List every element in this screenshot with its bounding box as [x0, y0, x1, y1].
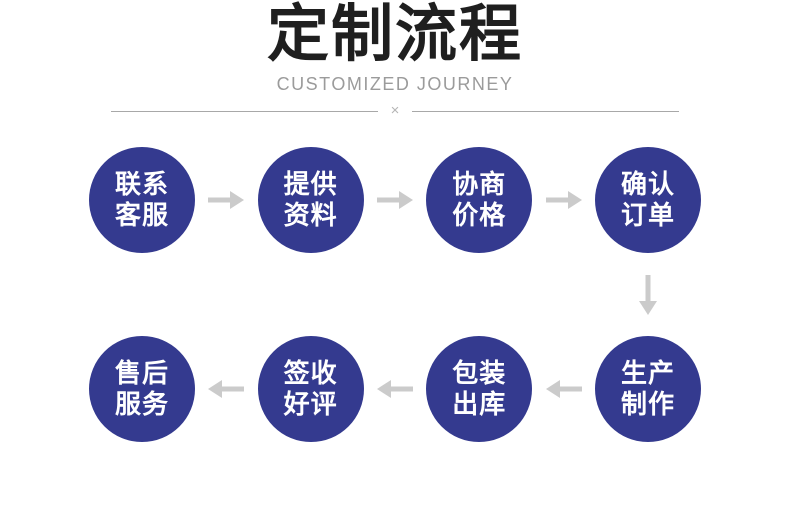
step-label-line: 资料 — [283, 200, 338, 230]
step-label-line: 客服 — [114, 200, 169, 230]
arrow-down-icon — [639, 274, 657, 315]
step-label-line: 提供 — [283, 169, 338, 199]
step-label-line: 价格 — [452, 200, 507, 230]
arrow-right-icon — [545, 191, 582, 209]
step-label-line: 确认 — [620, 169, 675, 199]
arrow-left-icon — [208, 380, 245, 398]
step-contact-support: 联系 客服 — [89, 147, 195, 253]
step-label-line: 售后 — [114, 358, 169, 388]
flow-row-top: 联系 客服 提供 资料 协商 价格 确认 订单 — [89, 147, 701, 253]
step-label-line: 订单 — [620, 200, 675, 230]
step-label-line: 好评 — [283, 389, 338, 419]
step-label-line: 签收 — [283, 358, 338, 388]
step-label-line: 生产 — [620, 358, 675, 388]
step-label-line: 服务 — [114, 389, 169, 419]
step-provide-materials: 提供 资料 — [257, 147, 364, 253]
step-label-line: 出库 — [452, 389, 507, 419]
flow-row-bottom: 售后 服务 签收 好评 包装 出库 生产 制作 — [89, 336, 701, 442]
step-negotiate-price: 协商 价格 — [426, 147, 533, 253]
step-production: 生产 制作 — [594, 336, 701, 442]
step-packing-shipment: 包装 出库 — [426, 336, 533, 442]
divider-x-icon: × — [390, 102, 400, 119]
divider-line-left — [111, 110, 378, 112]
arrow-right-icon — [376, 191, 413, 209]
step-label-line: 协商 — [452, 169, 507, 199]
divider-line-right — [412, 110, 680, 112]
step-after-sales: 售后 服务 — [89, 336, 195, 442]
flow-connector-row — [89, 253, 701, 336]
page-title: 定制流程 — [266, 0, 523, 69]
step-label-line: 包装 — [452, 358, 507, 388]
step-label-line: 联系 — [114, 169, 169, 199]
step-label-line: 制作 — [620, 389, 675, 419]
divider: × — [111, 101, 680, 121]
page-subtitle: CUSTOMIZED JOURNEY — [276, 74, 514, 94]
arrow-right-icon — [208, 191, 245, 209]
step-sign-feedback: 签收 好评 — [257, 336, 364, 442]
arrow-left-icon — [545, 380, 582, 398]
step-confirm-order: 确认 订单 — [594, 147, 701, 253]
arrow-left-icon — [376, 380, 413, 398]
